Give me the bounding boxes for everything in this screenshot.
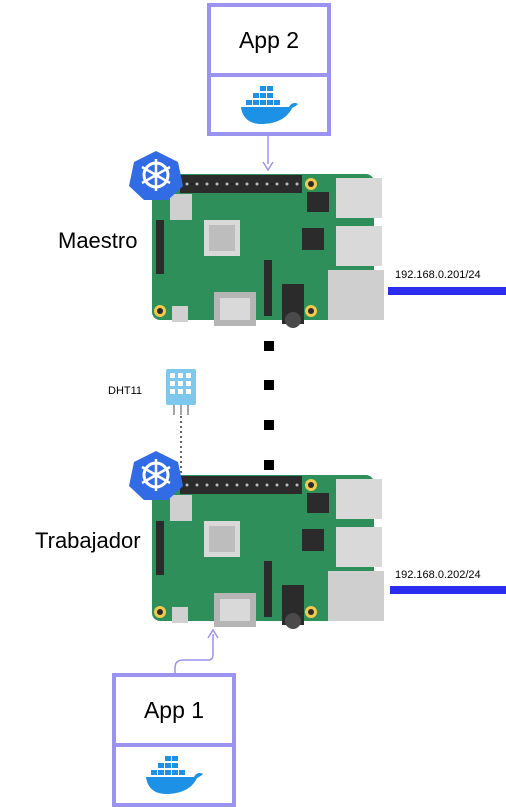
- sensor-label: DHT11: [108, 385, 143, 397]
- arrow-app2-to-master: [262, 136, 274, 172]
- app-2-title: App 2: [211, 7, 327, 77]
- master-board: [152, 174, 384, 328]
- master-network-line: [388, 287, 506, 295]
- worker-board: [152, 475, 384, 629]
- worker-label: Trabajador: [35, 528, 141, 553]
- app-1-title: App 1: [116, 677, 232, 747]
- kubernetes-icon: [129, 151, 183, 200]
- kubernetes-icon: [129, 451, 183, 500]
- worker-network-line: [390, 586, 506, 594]
- app-2-box: App 2: [207, 3, 331, 136]
- worker-ip: 192.168.0.202/24: [395, 569, 481, 581]
- docker-whale-icon: [211, 77, 327, 132]
- docker-whale-icon: [116, 747, 232, 803]
- master-label: Maestro: [58, 228, 138, 253]
- app-1-box: App 1: [112, 673, 236, 807]
- cluster-link: [264, 341, 274, 470]
- master-ip: 192.168.0.201/24: [395, 269, 481, 281]
- arrow-app1-to-worker: [174, 628, 219, 676]
- sensor-wire: [180, 416, 182, 482]
- dht11-sensor: [166, 369, 196, 415]
